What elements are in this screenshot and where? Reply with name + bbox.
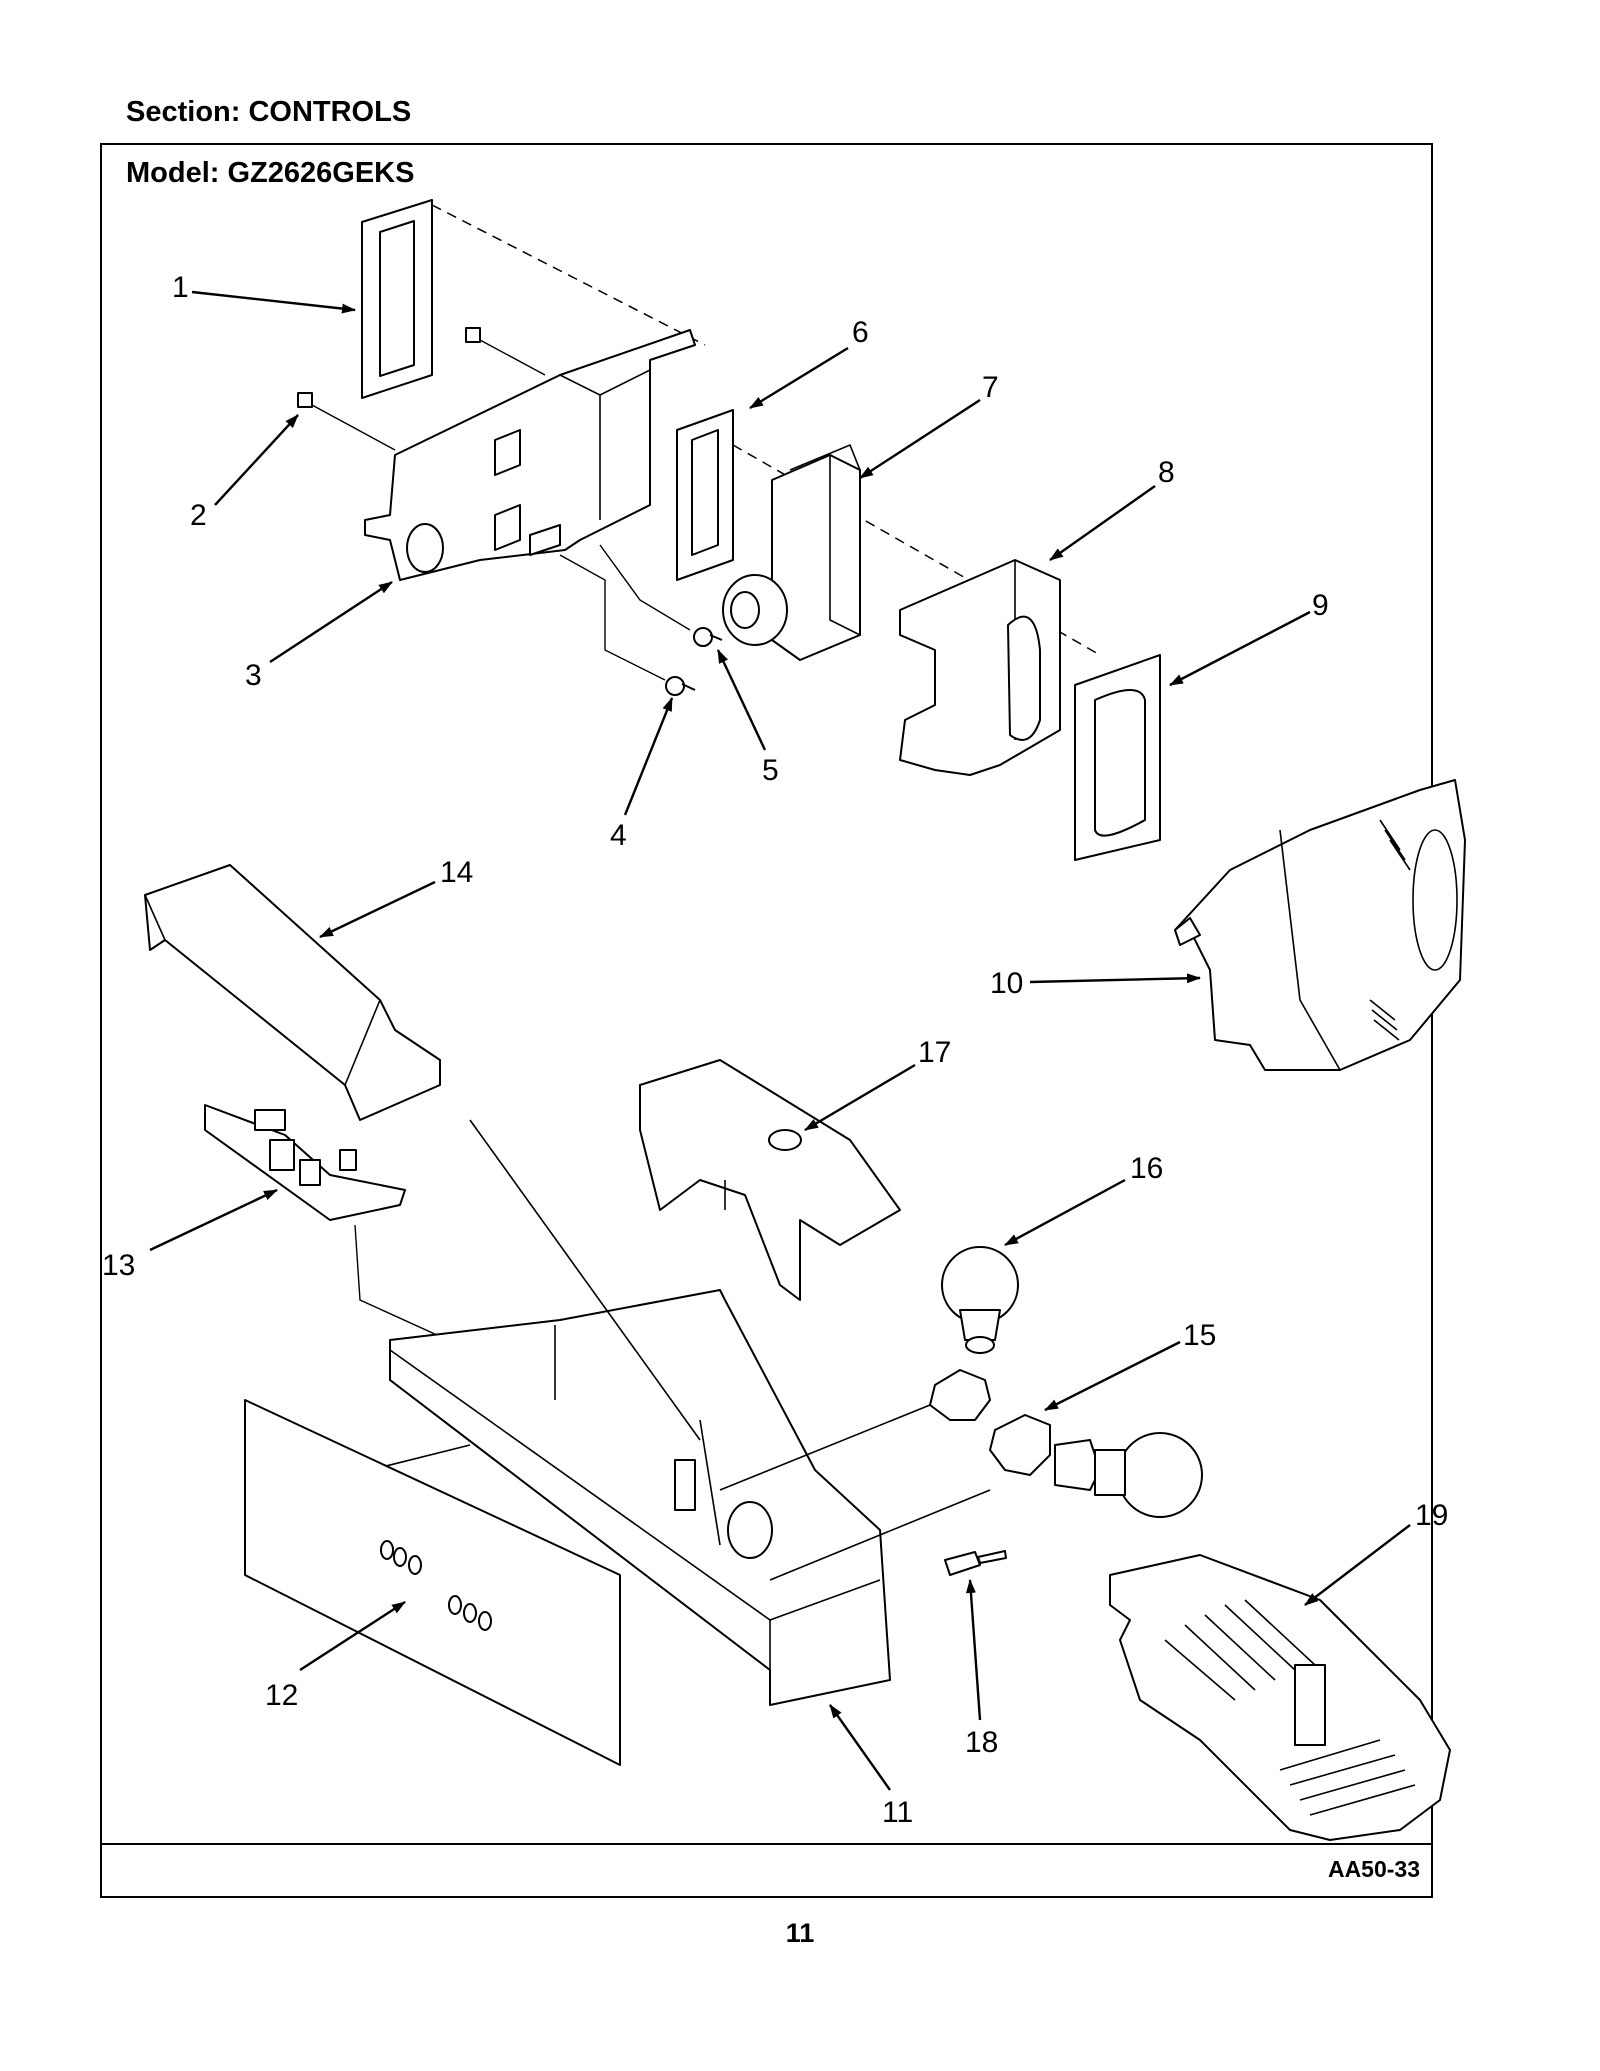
part-19-drawing <box>1109 1554 1451 1841</box>
part-17-drawing <box>639 1059 901 1301</box>
callout-14: 14 <box>440 856 473 889</box>
diagram-frame <box>100 143 1433 1898</box>
part-10-drawing <box>1174 779 1466 1071</box>
part-12-drawing <box>244 1399 621 1766</box>
callout-13: 13 <box>102 1249 135 1282</box>
callout-11: 11 <box>882 1796 913 1829</box>
callout-17: 17 <box>918 1036 951 1069</box>
part-14-drawing <box>144 864 441 1121</box>
callout-16: 16 <box>1130 1152 1163 1185</box>
part-15-drawing <box>929 1369 1203 1518</box>
part-6-drawing <box>676 409 1101 656</box>
section-title: Section: CONTROLS <box>126 96 412 128</box>
part-16-drawing <box>941 1246 1019 1354</box>
part-11-drawing <box>349 1119 991 1706</box>
part-4-drawing <box>559 554 696 696</box>
callout-arrows <box>149 290 1411 1791</box>
callout-10: 10 <box>990 967 1023 1000</box>
callout-5: 5 <box>762 754 779 787</box>
part-2-drawing <box>297 327 546 451</box>
diagram-code: AA50-33 <box>1327 1856 1420 1882</box>
callout-1: 1 <box>172 271 189 304</box>
part-9-drawing <box>1074 654 1161 861</box>
page-number: 11 <box>785 1918 815 1948</box>
callout-15: 15 <box>1183 1319 1216 1352</box>
part-5-drawing <box>599 544 723 647</box>
part-13-drawing <box>204 1104 471 1351</box>
callout-9: 9 <box>1312 589 1329 622</box>
callout-18: 18 <box>965 1726 998 1759</box>
callout-8: 8 <box>1158 456 1175 489</box>
frame-divider <box>100 1843 1433 1845</box>
part-8-drawing <box>899 559 1061 776</box>
callout-3: 3 <box>245 659 262 692</box>
model-title: Model: GZ2626GEKS <box>126 157 415 189</box>
callout-12: 12 <box>265 1679 298 1712</box>
callout-2: 2 <box>190 499 207 532</box>
callout-4: 4 <box>610 819 627 852</box>
callout-6: 6 <box>852 316 869 349</box>
part-18-drawing <box>944 1550 1007 1576</box>
part-1-drawing <box>361 199 706 399</box>
callout-7: 7 <box>982 371 999 404</box>
part-7-drawing <box>722 443 861 661</box>
callout-19: 19 <box>1415 1499 1448 1532</box>
part-3-drawing <box>364 329 696 581</box>
